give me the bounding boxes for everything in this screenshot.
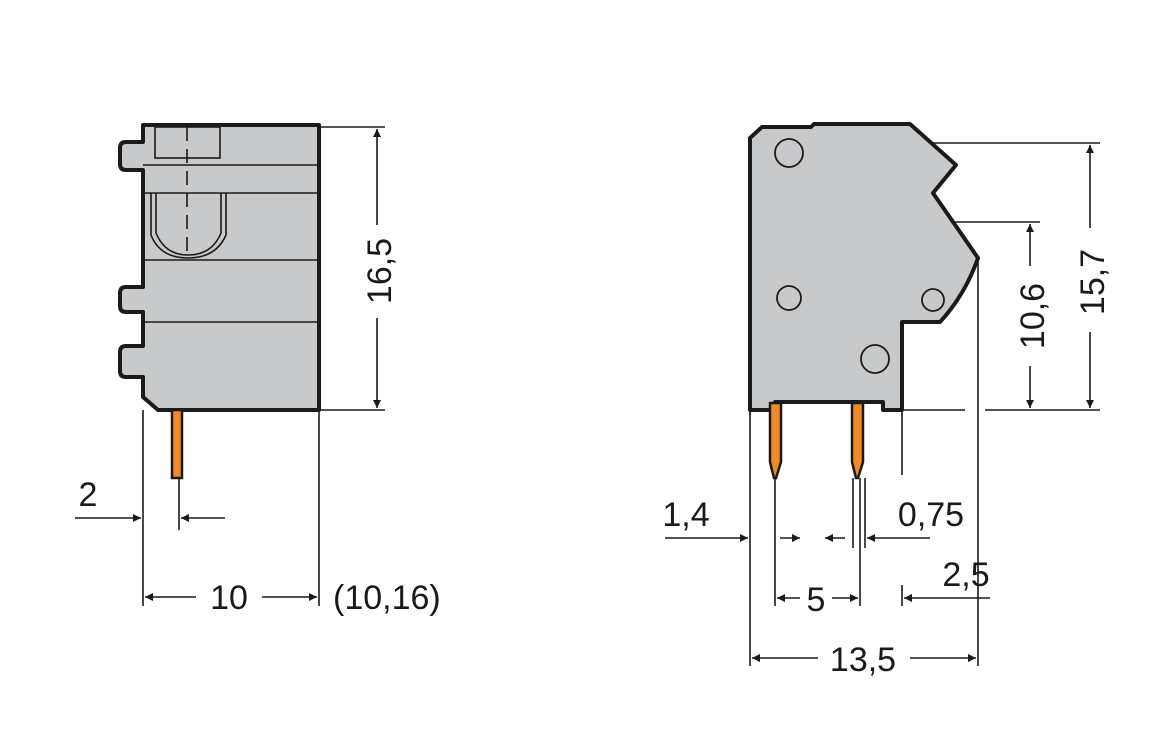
hole	[921, 288, 945, 312]
pin-offset-dimension: 2	[79, 476, 98, 514]
rear-offset-dimension: 2,5	[942, 556, 989, 594]
height-dimension: 16,5	[361, 238, 399, 304]
width-dimension: 10	[210, 579, 248, 617]
hole	[860, 344, 890, 374]
hole	[776, 285, 802, 311]
front-view: 15,7 10,6 1,4 0,75 5 2,5 13,5	[662, 122, 1112, 679]
alt-width-dimension: (10,16)	[333, 579, 441, 617]
wire-entry	[150, 193, 227, 259]
pin-width-dimension: 0,75	[898, 496, 964, 534]
side-view: 16,5 2 10 (10,16)	[75, 123, 441, 617]
side-pin	[170, 408, 184, 480]
pitch-dimension: 5	[807, 581, 826, 619]
front-pin-1	[768, 401, 783, 480]
depth-dimension: 13,5	[830, 641, 896, 679]
hole	[774, 138, 804, 168]
entry-height-dimension: 10,6	[1014, 283, 1052, 349]
front-housing	[748, 122, 980, 412]
edge-offset-dimension: 1,4	[662, 496, 709, 534]
side-housing	[118, 123, 321, 412]
front-pin-2	[850, 401, 865, 480]
total-height-dimension: 15,7	[1074, 249, 1112, 315]
